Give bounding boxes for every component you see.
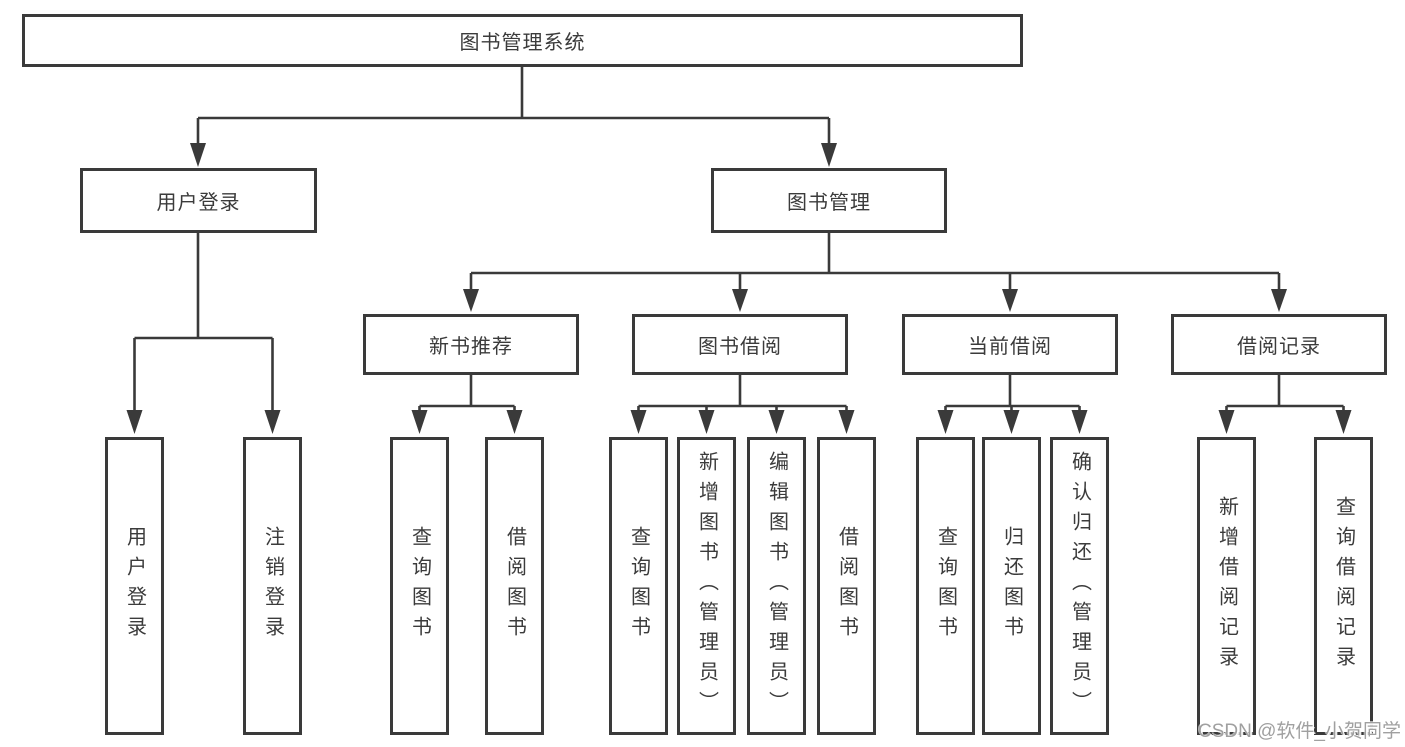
leaf-current-confirm-return-admin-label: 确认归还（管理员） <box>1068 451 1091 721</box>
arrowhead <box>411 410 428 434</box>
leaf-borrowing-borrow-books: 借阅图书 <box>817 437 876 735</box>
node-current-borrowing-label: 当前借阅 <box>968 336 1052 358</box>
node-current-borrowing: 当前借阅 <box>902 314 1118 375</box>
leaf-borrowing-borrow-books-label: 借阅图书 <box>835 526 858 646</box>
arrowhead <box>698 410 715 434</box>
connector-lines <box>133 67 1345 412</box>
arrowhead <box>732 289 748 312</box>
leaf-logout: 注销登录 <box>243 437 302 735</box>
arrowhead <box>1271 289 1287 312</box>
leaf-logout-label: 注销登录 <box>261 526 284 646</box>
arrowhead <box>126 410 143 434</box>
arrowhead <box>1002 289 1018 312</box>
leaf-borrowing-edit-books-admin: 编辑图书（管理员） <box>747 437 806 735</box>
arrowhead <box>838 410 855 434</box>
leaf-borrowing-edit-books-admin-label: 编辑图书（管理员） <box>765 451 788 721</box>
arrowhead <box>1003 410 1020 434</box>
arrowhead <box>1218 410 1235 434</box>
node-book-borrowing-label: 图书借阅 <box>698 336 782 358</box>
node-root: 图书管理系统 <box>22 14 1023 67</box>
leaf-records-query-borrow-record-label: 查询借阅记录 <box>1332 496 1355 676</box>
node-book-management-label: 图书管理 <box>787 192 871 214</box>
arrowhead <box>463 289 479 312</box>
leaf-current-query-books-label: 查询图书 <box>934 526 957 646</box>
node-borrowing-records-label: 借阅记录 <box>1237 336 1321 358</box>
arrowhead <box>768 410 785 434</box>
node-book-management: 图书管理 <box>711 168 947 233</box>
leaf-current-return-books: 归还图书 <box>982 437 1041 735</box>
leaf-user-login: 用户登录 <box>105 437 164 735</box>
node-user-login: 用户登录 <box>80 168 317 233</box>
leaf-user-login-label: 用户登录 <box>123 526 146 646</box>
leaf-borrowing-add-books-admin: 新增图书（管理员） <box>677 437 736 735</box>
arrowhead <box>506 410 523 434</box>
leaf-newrec-borrow-books-label: 借阅图书 <box>503 526 526 646</box>
arrowhead <box>264 410 281 434</box>
leaf-records-add-borrow-record-label: 新增借阅记录 <box>1215 496 1238 676</box>
leaf-records-query-borrow-record: 查询借阅记录 <box>1314 437 1373 735</box>
node-new-book-recommendation-label: 新书推荐 <box>429 336 513 358</box>
leaf-newrec-query-books: 查询图书 <box>390 437 449 735</box>
node-borrowing-records: 借阅记录 <box>1171 314 1387 375</box>
leaf-current-query-books: 查询图书 <box>916 437 975 735</box>
leaf-records-add-borrow-record: 新增借阅记录 <box>1197 437 1256 735</box>
arrowhead <box>1071 410 1088 434</box>
arrowhead <box>821 143 837 167</box>
leaf-borrowing-query-books: 查询图书 <box>609 437 668 735</box>
arrowhead <box>1335 410 1352 434</box>
leaf-borrowing-query-books-label: 查询图书 <box>627 526 650 646</box>
leaf-borrowing-add-books-admin-label: 新增图书（管理员） <box>695 451 718 721</box>
arrowhead <box>630 410 647 434</box>
leaf-newrec-query-books-label: 查询图书 <box>408 526 431 646</box>
watermark: CSDN @软件_小贺同学 <box>1198 721 1401 742</box>
node-new-book-recommendation: 新书推荐 <box>363 314 579 375</box>
leaf-current-confirm-return-admin: 确认归还（管理员） <box>1050 437 1109 735</box>
arrowhead <box>190 143 206 167</box>
leaf-current-return-books-label: 归还图书 <box>1000 526 1023 646</box>
node-book-borrowing: 图书借阅 <box>632 314 848 375</box>
node-root-label: 图书管理系统 <box>459 32 586 54</box>
arrowhead <box>937 410 954 434</box>
leaf-newrec-borrow-books: 借阅图书 <box>485 437 544 735</box>
node-user-login-label: 用户登录 <box>156 192 241 214</box>
